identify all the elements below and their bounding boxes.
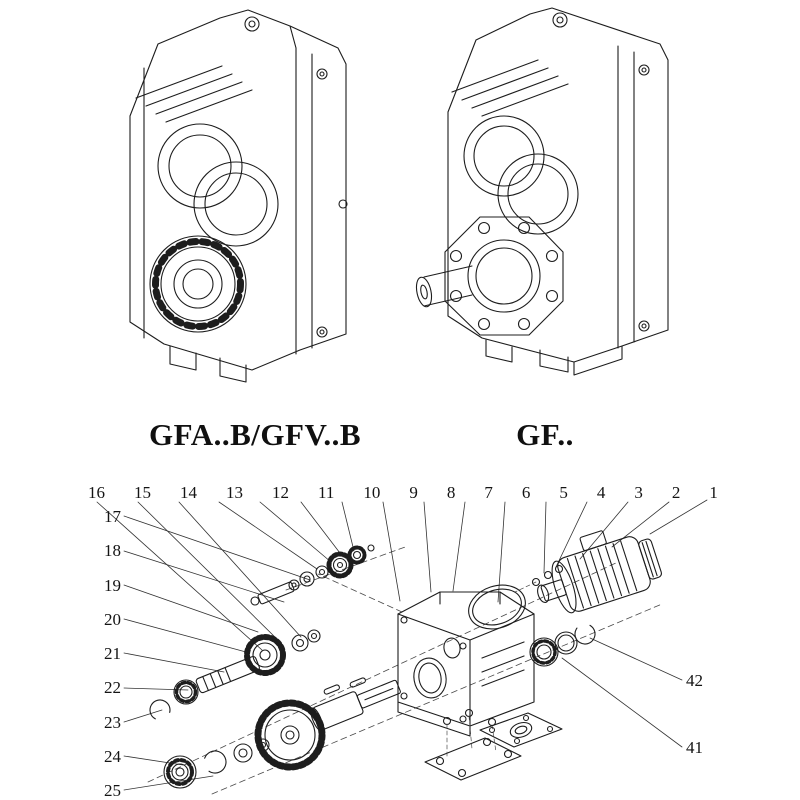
callout-number: 19 (104, 575, 121, 595)
callout-number: 10 (363, 483, 381, 502)
callout-number: 14 (180, 483, 197, 502)
callout-number: 5 (559, 483, 568, 502)
callout-number: 22 (104, 678, 121, 698)
callout-number: 21 (104, 644, 121, 663)
callout-number: 3 (634, 483, 643, 502)
callout-number: 13 (226, 483, 243, 502)
callout-number: 16 (88, 483, 105, 502)
callout-number: 6 (521, 483, 531, 502)
callout-number: 12 (272, 483, 289, 502)
callout-number: 8 (446, 483, 456, 502)
callout-number: 4 (596, 483, 606, 502)
callout-number: 1 (709, 483, 718, 502)
callout-number: 7 (484, 483, 493, 502)
callout-number: 20 (104, 609, 121, 629)
gearbox-drawing-gf (415, 7, 669, 376)
callouts-left-column: 17 18 19 20 21 22 23 24 25 (95, 507, 121, 800)
callout-number: 25 (104, 781, 121, 800)
callouts-top-row: 16 15 14 13 12 11 10 9 8 7 6 5 4 3 2 1 (88, 483, 718, 502)
callout-number: 17 (104, 507, 121, 526)
callout-number: 41 (686, 738, 703, 757)
callout-number: 24 (104, 746, 121, 766)
callout-number: 18 (104, 541, 121, 561)
callout-number: 15 (134, 483, 151, 502)
figure-caption-gfab: GFA..B/GFV..B (148, 417, 362, 452)
callout-number: 9 (409, 483, 418, 502)
callout-number: 42 (686, 671, 703, 690)
callout-number: 2 (671, 483, 681, 502)
callout-number: 11 (318, 483, 335, 502)
exploded-view-drawing (96, 499, 708, 795)
callouts-right-column: 42 41 (686, 671, 716, 757)
callout-number: 23 (104, 712, 121, 732)
gearbox-drawing-gfab (129, 9, 348, 383)
figure-caption-gf: GF.. (516, 417, 574, 452)
